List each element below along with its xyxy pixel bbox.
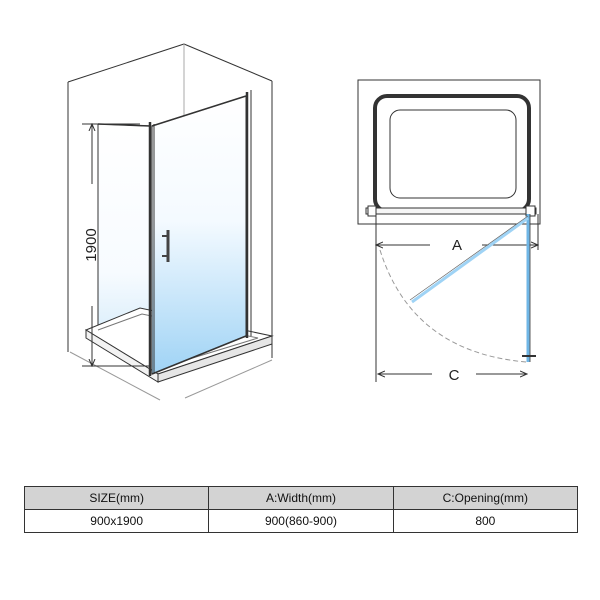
width-dimension-label: A <box>452 237 462 254</box>
shower-tray-side <box>157 335 273 383</box>
spec-cell-width: 900(860-900) <box>208 509 394 533</box>
spec-table: SIZE(mm) A:Width(mm) C:Opening(mm) 900x1… <box>23 486 579 533</box>
door-top-edge <box>151 95 247 127</box>
opening-dimension-label: C <box>449 367 460 384</box>
tray-basin <box>389 109 517 199</box>
spec-header-opening: C:Opening(mm) <box>392 486 579 510</box>
door-swing-arc <box>379 249 527 363</box>
room-floor-right <box>184 359 273 399</box>
room-back-top-edge <box>67 43 185 83</box>
door-diagonal-path <box>411 216 529 304</box>
room-top-right-edge <box>183 43 273 82</box>
room-floor-front <box>69 351 161 401</box>
spec-table-header-row: SIZE(mm) A:Width(mm) C:Opening(mm) <box>23 486 579 510</box>
door-bottom-edge <box>151 335 247 375</box>
table-row: 900x1900 900(860-900) 800 <box>23 509 579 533</box>
spec-cell-size: 900x1900 <box>23 509 210 533</box>
spec-cell-opening: 800 <box>392 509 579 533</box>
height-dimension <box>82 124 150 366</box>
spec-header-size: SIZE(mm) <box>23 486 210 510</box>
height-dimension-label: 1900 <box>83 228 100 261</box>
top-glass-rail <box>365 207 537 215</box>
top-view <box>357 79 541 382</box>
door-handle <box>162 230 170 262</box>
right-wall-profile-top <box>525 205 536 217</box>
door-diagonal-path-edge <box>409 215 529 301</box>
left-wall-profile-top <box>367 205 377 217</box>
perspective-view <box>67 43 274 401</box>
spec-header-width: A:Width(mm) <box>208 486 394 510</box>
